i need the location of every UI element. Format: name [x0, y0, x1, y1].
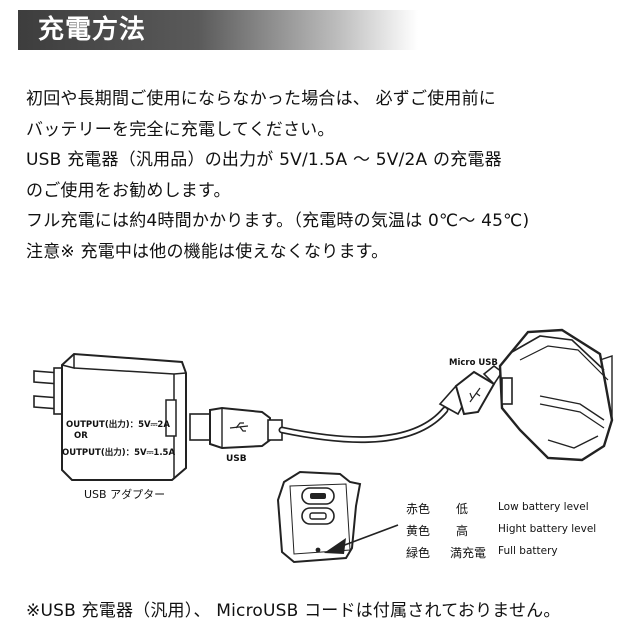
adapter-output-2a-label: OUTPUT(出力)：5V⎓2A	[66, 420, 170, 430]
indicator-level-low: 低	[456, 502, 469, 516]
indicator-level-full: 満充電	[450, 546, 487, 560]
indicator-color-red: 赤色	[406, 502, 431, 516]
adapter-or-label: OR	[74, 431, 88, 441]
usb-label: USB	[226, 454, 247, 464]
indicator-english-low: Low battery level	[498, 501, 589, 513]
usb-symbol-icon	[229, 422, 249, 432]
indicator-english-high: Hight battery level	[498, 523, 597, 535]
micro-usb-label: Micro USB	[449, 358, 498, 368]
indicator-color-green: 緑色	[406, 546, 431, 560]
instruction-line: のご使用をお勧めします。	[26, 180, 231, 201]
instruction-text: 初回や長期間ご使用にならなかった場合は、 必ずご使用前に バッテリーを完全に充電…	[26, 84, 626, 267]
usb-symbol-icon	[469, 387, 481, 403]
arrow-icon	[324, 524, 399, 554]
instruction-line: フル充電には約4時間かかります。（充電時の気温は 0℃～ 45℃)	[26, 211, 530, 231]
instruction-line: 注意※ 充電中は他の機能は使えなくなります。	[26, 241, 389, 262]
indicator-level-high: 高	[456, 524, 469, 538]
device-icon	[498, 328, 614, 462]
indicator-panel-icon	[276, 470, 362, 564]
section-header-bar	[18, 10, 418, 50]
usb-adapter-icon	[61, 352, 187, 481]
micro-usb-plug-icon	[438, 364, 504, 416]
usb-plug-icon	[189, 406, 283, 450]
usb-adapter-label: USB アダプター	[84, 488, 166, 501]
indicator-english-full: Full battery	[498, 545, 558, 557]
instruction-line: USB 充電器（汎用品）の出力が 5V/1.5A ～ 5V/2A の充電器	[26, 150, 502, 170]
footer-note: ※USB 充電器（汎用）、 MicroUSB コードは付属されておりません。	[26, 601, 561, 621]
section-title: 充電方法	[38, 15, 147, 45]
led-indicator-icon	[315, 547, 321, 553]
instruction-line: 初回や長期間ご使用にならなかった場合は、 必ずご使用前に	[26, 89, 497, 109]
plug-prongs-icon	[33, 367, 65, 415]
adapter-output-1-5a-label: OUTPUT(出力)：5V⎓1.5A	[62, 448, 176, 458]
instruction-line: バッテリーを完全に充電してください。	[26, 119, 335, 140]
indicator-color-yellow: 黄色	[406, 524, 431, 538]
